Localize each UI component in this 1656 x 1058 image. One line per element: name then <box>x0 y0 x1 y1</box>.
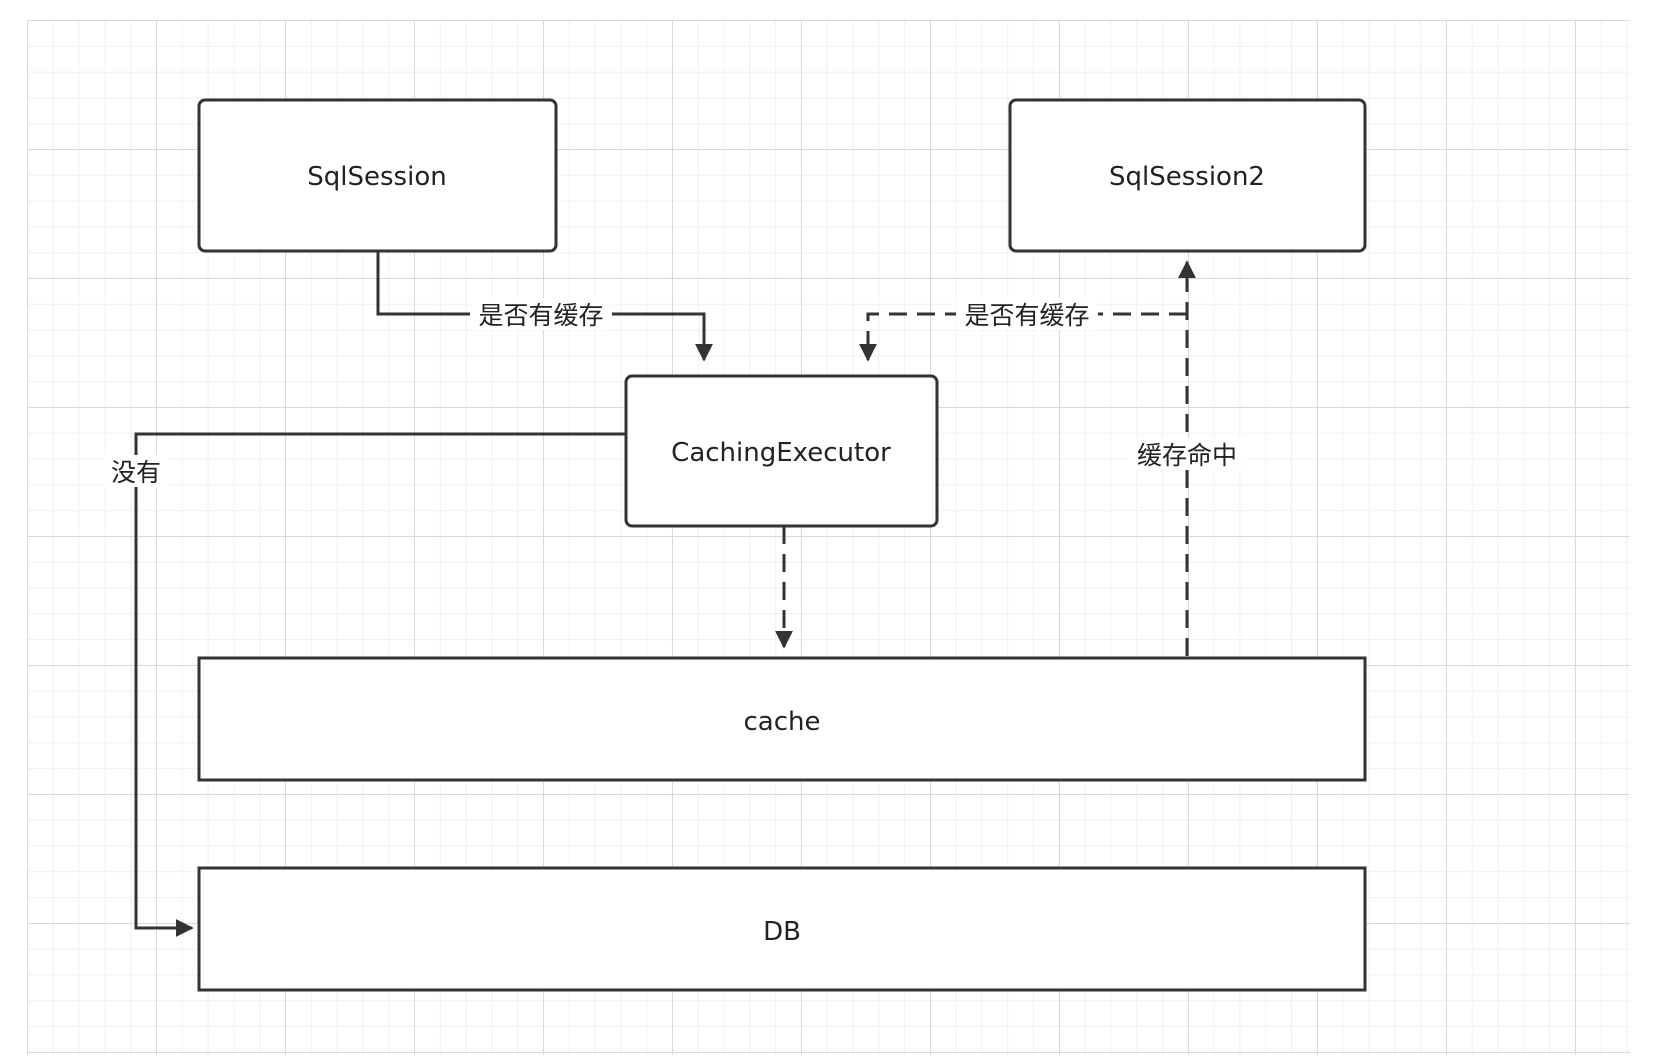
node-caching-executor[interactable]: CachingExecutor <box>624 374 939 528</box>
edge-label-session2: 是否有缓存 <box>964 301 1089 330</box>
node-db[interactable]: DB <box>197 866 1367 992</box>
edge-label-session: 是否有缓存 <box>478 301 603 330</box>
node-label-sqlsession: SqlSession <box>307 162 446 192</box>
edge-label-no-cache: 没有 <box>111 458 161 487</box>
edge-session2-to-executor: 是否有缓存 <box>859 298 1187 362</box>
edge-label-cache-hit: 缓存命中 <box>1137 441 1237 470</box>
edge-cache-hit: 缓存命中 <box>1128 260 1246 656</box>
node-label-db: DB <box>763 917 801 947</box>
node-label-sqlsession2: SqlSession2 <box>1109 162 1265 192</box>
node-sqlsession[interactable]: SqlSession <box>197 98 558 253</box>
node-label-caching-executor: CachingExecutor <box>671 438 891 468</box>
edge-no-cache: 没有 <box>104 432 626 937</box>
node-sqlsession2[interactable]: SqlSession2 <box>1008 98 1367 253</box>
node-label-cache: cache <box>744 707 821 737</box>
node-cache[interactable]: cache <box>197 656 1367 782</box>
edge-session-to-executor: 是否有缓存 <box>376 251 713 362</box>
